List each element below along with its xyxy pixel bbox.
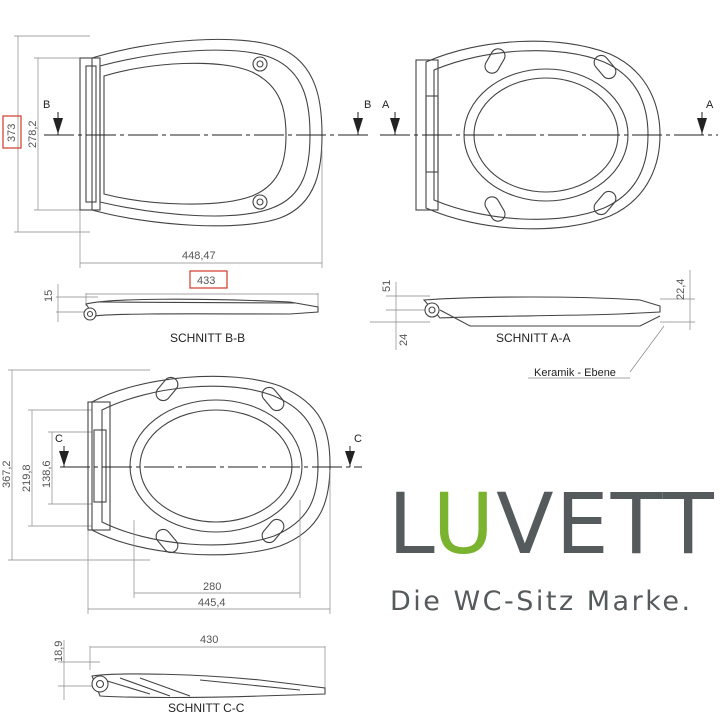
section-label-aa: SCHNITT A-A <box>496 331 570 345</box>
dim-inner-height: 278,2 <box>27 120 39 148</box>
highlight-box-433 <box>189 270 228 289</box>
cut-mark-b-right: B <box>364 99 371 111</box>
brand-name-prefix: L <box>388 475 433 573</box>
dim-height-c-mid: 219,8 <box>21 464 33 492</box>
section-label-bb: SCHNITT B-B <box>170 331 245 345</box>
section-cc-profile: 430 18,9 SCHNITT C-C <box>53 634 326 715</box>
cut-mark-c-right: C <box>354 433 362 445</box>
cut-mark-b-left: B <box>43 99 50 111</box>
view-top-b: 373 278,2 B B 448,47 <box>2 35 372 268</box>
section-label-cc: SCHNITT C-C <box>168 701 245 715</box>
dim-outer-height: 373 <box>6 124 18 142</box>
dim-height-c-total: 367,2 <box>1 460 13 488</box>
view-top-a: A A <box>380 40 718 230</box>
highlight-box-373 <box>2 115 22 149</box>
dim-thickness-b: 15 <box>43 290 55 302</box>
dim-thickness-a-top: 51 <box>381 280 393 292</box>
section-aa-profile: 51 24 22,4 SCHNITT A-A Keramik - Ebene <box>370 270 695 379</box>
cut-mark-a-right: A <box>706 99 714 111</box>
brand-name-suffix: VETT <box>496 475 716 573</box>
dim-thickness-c: 18,9 <box>53 641 65 662</box>
brand-tagline: Die WC-Sitz Marke. <box>390 586 693 617</box>
dim-inner-width-c: 280 <box>203 581 221 593</box>
brand-wordmark: LUVETT <box>388 482 716 566</box>
dim-section-b-len: 433 <box>197 275 215 287</box>
annotation-ceramic-plane: Keramik - Ebene <box>534 367 616 379</box>
view-top-c: 367,2 219,8 138,6 C C 280 445,4 <box>1 369 362 614</box>
brand-logo: LUVETT Die WC-Sitz Marke. <box>388 482 720 622</box>
dim-hinge-height: 22,4 <box>675 279 687 300</box>
dim-width-b: 448,47 <box>182 250 216 262</box>
dim-width-c: 445,4 <box>198 597 226 609</box>
brand-name-highlight: U <box>432 475 497 573</box>
section-bb-profile: 433 15 SCHNITT B-B <box>43 270 319 345</box>
cut-mark-c-left: C <box>55 433 63 445</box>
dim-height-c-inner: 138,6 <box>41 460 53 488</box>
dim-thickness-a-bot: 24 <box>398 334 410 346</box>
cut-mark-a-left: A <box>382 99 390 111</box>
dim-section-c-len: 430 <box>200 634 218 646</box>
